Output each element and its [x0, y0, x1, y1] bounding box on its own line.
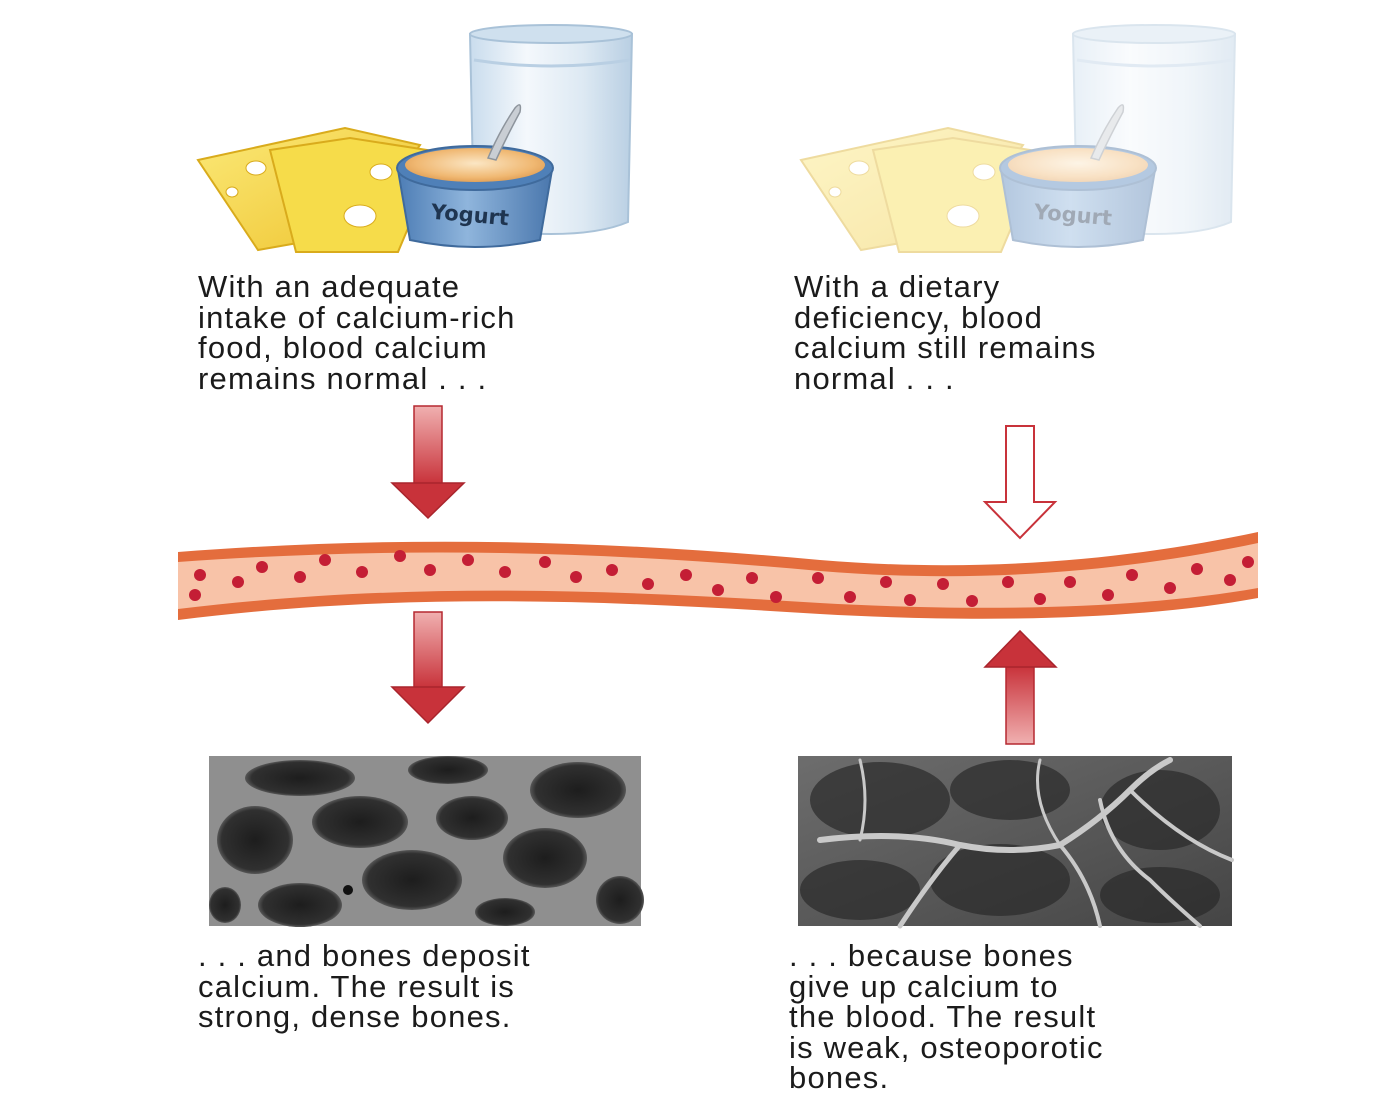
caption-line: the blood. The result — [789, 999, 1097, 1034]
blood-calcium-dots — [189, 550, 1254, 607]
caption-dietary-deficiency: With a dietary deficiency, blood calcium… — [794, 269, 1097, 396]
caption-line: food, blood calcium — [198, 330, 488, 365]
left-food-group: Yogurt — [196, 24, 634, 253]
caption-line: strong, dense bones. — [198, 999, 512, 1034]
caption-adequate-intake: With an adequate intake of calcium-rich … — [198, 269, 516, 396]
yogurt-cup-faded-icon: Yogurt — [999, 104, 1157, 248]
caption-line: . . . and bones deposit — [198, 938, 531, 973]
caption-line: . . . because bones — [789, 938, 1074, 973]
caption-dense-bones: . . . and bones deposit calcium. The res… — [198, 938, 531, 1034]
right-food-group: Yogurt — [799, 24, 1237, 253]
osteoporotic-bone-micrograph — [798, 756, 1234, 929]
blood-vessel — [178, 532, 1258, 620]
arrow-to-bone-left — [390, 611, 466, 725]
caption-osteoporotic-bones: . . . because bones give up calcium to t… — [789, 938, 1104, 1095]
caption-line: intake of calcium-rich — [198, 299, 516, 335]
arrow-from-bone-right — [983, 629, 1058, 745]
caption-line: deficiency, blood — [794, 299, 1044, 335]
caption-line: bones. — [789, 1060, 890, 1095]
cheese-slices-faded-icon — [799, 126, 1045, 253]
caption-line: With an adequate — [198, 269, 461, 304]
arrow-intake-right-hollow — [982, 425, 1058, 540]
caption-line: remains normal . . . — [198, 360, 488, 396]
yogurt-cup-icon: Yogurt — [396, 104, 554, 248]
arrow-intake-left — [390, 405, 466, 520]
caption-line: calcium still remains — [794, 330, 1097, 365]
caption-line: give up calcium to — [789, 968, 1059, 1004]
caption-line: calcium. The result is — [198, 968, 515, 1004]
caption-line: With a dietary — [794, 269, 1001, 304]
dense-bone-micrograph — [209, 756, 644, 927]
caption-line: normal . . . — [794, 360, 955, 396]
caption-line: is weak, osteoporotic — [789, 1029, 1104, 1065]
